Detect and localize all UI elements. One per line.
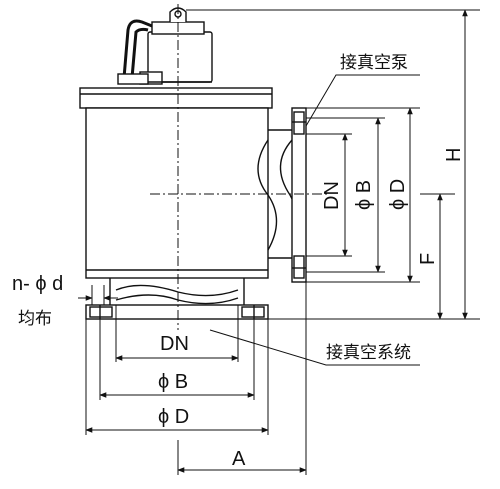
label-phi-d-bottom: ϕ D [158,406,189,428]
bottom-flange [85,304,269,320]
solenoid-head [139,7,213,85]
dim-h [186,9,480,320]
dim-dn-side [306,133,352,257]
dim-phi-b-side [306,117,385,273]
label-h: H [443,148,465,162]
main-body [85,107,269,279]
label-phi-d-side: ϕ D [387,179,409,210]
dim-bolt-holes [78,285,118,305]
label-phi-b-bottom: ϕ B [158,371,188,393]
label-vacuum-system: 接真空系统 [326,343,411,363]
label-phi-b-side: ϕ B [353,180,375,210]
dim-f [420,193,455,320]
centerlines [150,4,330,330]
leader-vacuum-system [209,329,420,366]
label-bolt-holes: n- ϕ d [12,273,63,295]
side-flange [291,107,307,283]
label-dn-bottom: DN [160,333,189,355]
label-uniform: 均布 [18,309,52,329]
lid [79,87,273,109]
cable [117,19,153,85]
bottom-neck [109,278,245,305]
label-f: F [417,253,439,265]
label-vacuum-pump: 接真空泵 [340,53,408,73]
dim-phi-d-side [306,107,420,283]
label-a: A [232,448,246,470]
label-dn-side: DN [321,181,343,210]
